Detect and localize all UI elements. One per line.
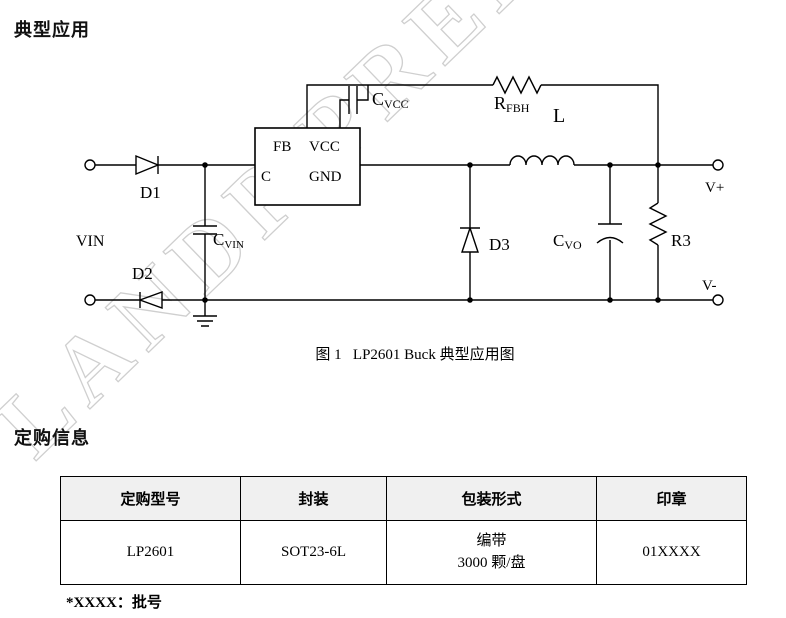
circuit-labels: D1 VIN D2 CVIN FB VCC C GND CVCC RFBH L … [76,89,724,294]
label-d2: D2 [132,264,153,283]
wire [306,84,659,165]
diode-d1-symbol [135,154,160,176]
ic-body [254,127,361,206]
terminal-input-top [84,159,96,171]
figure-caption: 图 1 LP2601 Buck 典型应用图 [315,347,515,363]
cell-marking: 01XXXX [596,520,747,585]
section-title-typical-application: 典型应用 [14,20,90,40]
circuit-wires [95,84,713,301]
packaging-line1: 编带 [476,532,507,549]
wire [339,85,369,128]
terminal-input-bottom [84,294,96,306]
label-cvo: CVO [553,231,582,252]
label-rfbh: RFBH [494,93,530,115]
terminal-vminus [712,294,724,306]
label-d3: D3 [489,235,510,254]
label-cvin: CVIN [213,230,244,251]
diode-d3-symbol [460,225,480,253]
label-cvcc: CVCC [372,89,409,111]
label-d1: D1 [140,183,161,202]
cell-package: SOT23-6L [240,520,387,585]
col-header-marking: 印章 [596,476,747,521]
inductor-l-symbol [509,155,575,166]
ic-pin-c: C [261,169,271,185]
diode-d2-symbol [137,291,163,309]
section-title-ordering-info: 定购信息 [14,428,90,448]
capacitor-cvcc-symbol [348,86,358,114]
typical-application-schematic: LANDP PRELIM [0,0,724,470]
label-l: L [553,105,565,127]
label-vplus: V+ [705,180,724,196]
footnote-batch-number: *XXXX：批号 [66,595,162,611]
ic-pin-vcc: VCC [309,139,340,155]
cell-model: LP2601 [60,520,241,585]
ic-pin-fb: FB [273,139,291,155]
col-header-package: 封装 [240,476,387,521]
capacitor-cvo-symbol [596,223,624,244]
table-row: LP2601 SOT23-6L 编带 3000 颗/盘 01XXXX [60,520,747,585]
table-header-row: 定购型号 封装 包装形式 印章 [60,476,747,521]
ic-pin-gnd: GND [309,169,342,185]
capacitor-cvin-symbol [193,225,217,235]
ground-symbol [193,300,217,327]
col-header-model: 定购型号 [60,476,241,521]
resistor-rfbh-symbol [492,75,542,95]
cell-packaging: 编带 3000 颗/盘 [386,520,597,585]
resistor-r3-symbol [648,202,668,246]
circuit-components [84,75,724,327]
label-r3: R3 [671,231,691,250]
col-header-packaging: 包装形式 [386,476,597,521]
label-vminus: V- [702,278,716,294]
terminal-vplus [712,159,724,171]
label-vin: VIN [76,233,105,250]
ordering-table: 定购型号 封装 包装形式 印章 LP2601 SOT23-6L 编带 3000 … [60,476,747,585]
packaging-line2: 3000 颗/盘 [457,554,526,571]
junction-dots [202,162,661,303]
